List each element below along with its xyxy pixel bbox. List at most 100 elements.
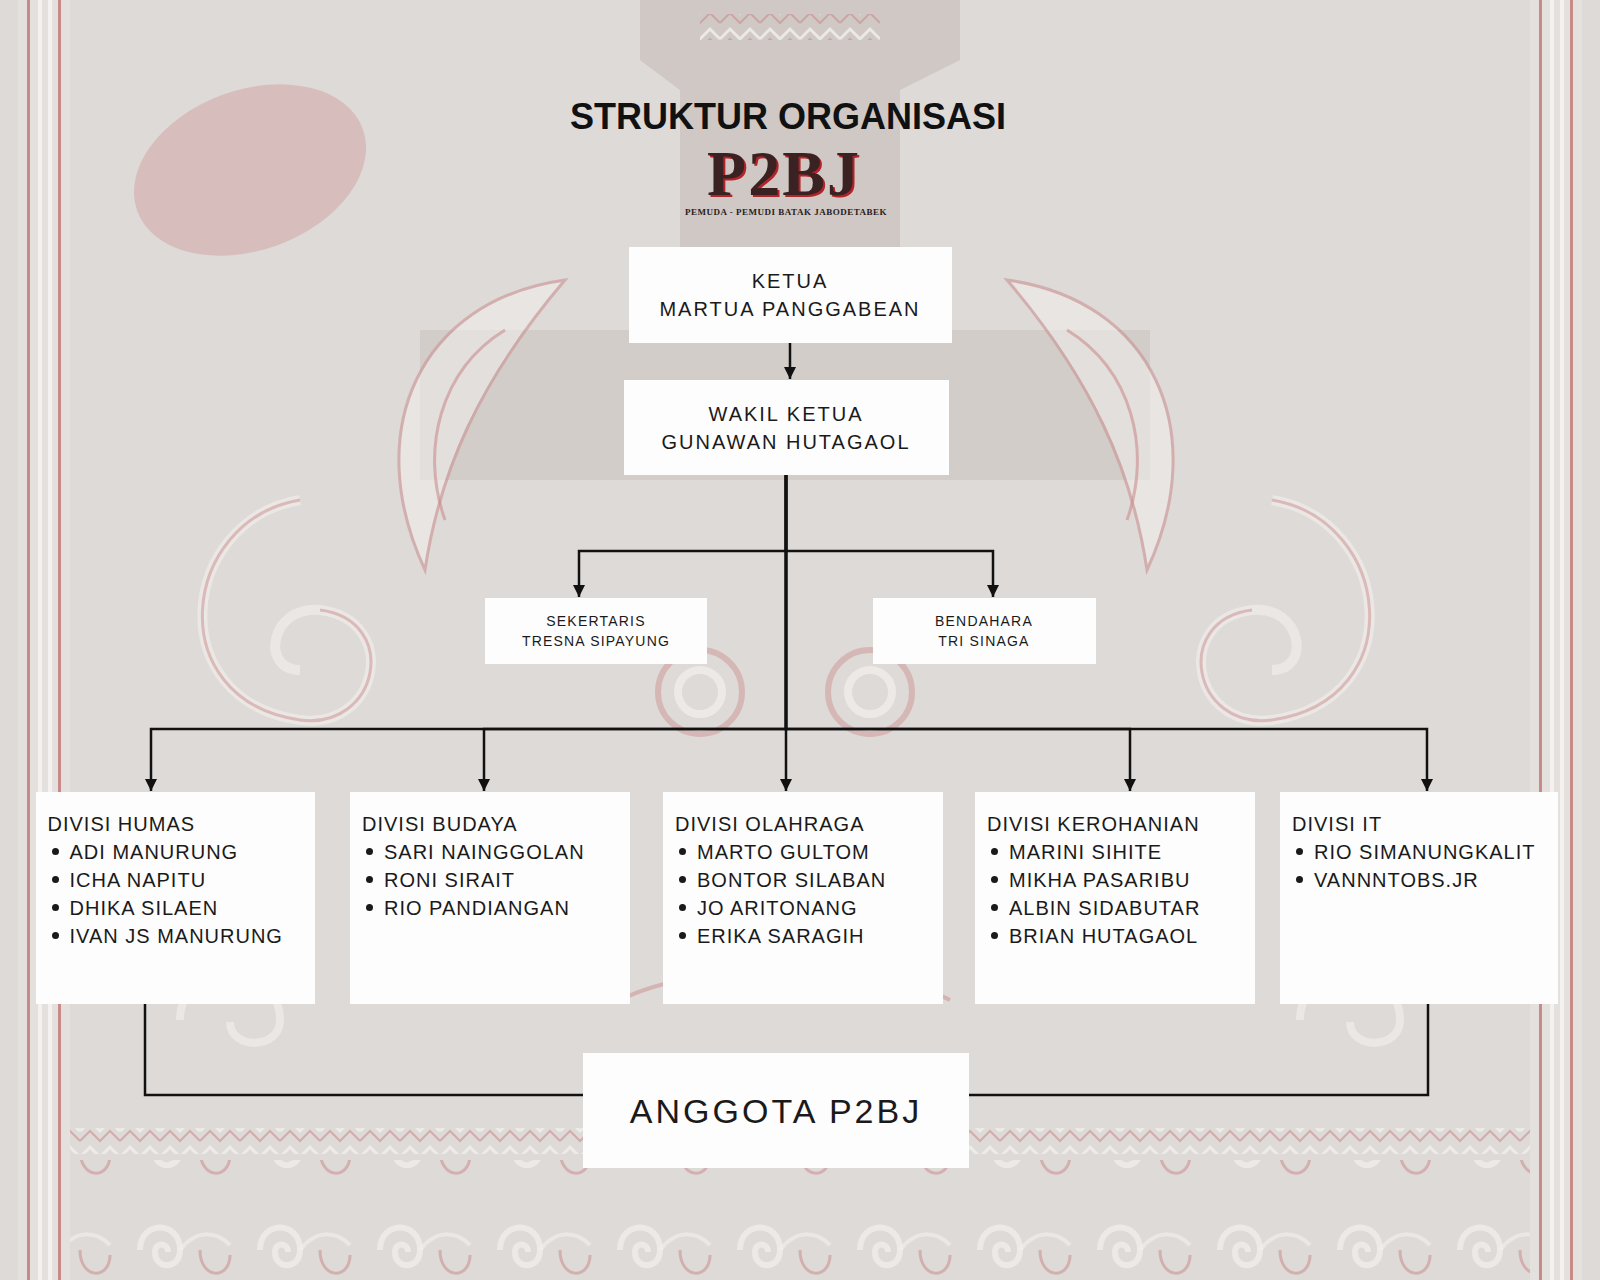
member-name: IVAN JS MANURUNG (70, 925, 283, 947)
member-item: MARINI SIHITE (987, 838, 1243, 866)
member-name: SARI NAINGGOLAN (384, 841, 585, 863)
member-item: MARTO GULTOM (675, 838, 931, 866)
member-item: RIO PANDIANGAN (362, 894, 618, 922)
role-title: BENDAHARA (935, 611, 1033, 631)
member-name: BONTOR SILABAN (697, 869, 886, 891)
member-name: ADI MANURUNG (70, 841, 239, 863)
role-title: SEKERTARIS (546, 611, 645, 631)
person-name: TRI SINAGA (938, 631, 1029, 651)
bullet-dot (52, 876, 59, 883)
connector (786, 475, 993, 597)
faded-blob (110, 54, 390, 286)
top-pattern (700, 14, 880, 40)
connector (151, 475, 786, 791)
connector (786, 475, 1427, 791)
member-item: SARI NAINGGOLAN (362, 838, 618, 866)
bullet-dot (679, 932, 686, 939)
decoration (848, 670, 892, 714)
decoration (1570, 0, 1573, 1280)
connector (145, 1004, 583, 1095)
bullet-dot (52, 904, 59, 911)
decoration (202, 500, 371, 721)
person-name: GUNAWAN HUTAGAOL (661, 428, 910, 456)
bullet-dot (366, 848, 373, 855)
member-item: RIO SIMANUNGKALIT (1292, 838, 1546, 866)
decoration (678, 670, 722, 714)
bullet-dot (991, 848, 998, 855)
bullet-dot (366, 904, 373, 911)
chart-title: STRUKTUR ORGANISASI (570, 99, 1006, 135)
decoration (1201, 500, 1370, 721)
division-box: DIVISI BUDAYA SARI NAINGGOLAN RONI SIRAITR… (350, 792, 630, 1004)
bullet-dot (366, 876, 373, 883)
role-title: ANGGOTA P2BJ (630, 1091, 922, 1131)
decoration (1007, 280, 1173, 570)
bullet-dot (1296, 876, 1303, 883)
bottom-ornament (70, 1160, 1530, 1280)
connector (579, 475, 786, 597)
connector (789, 343, 792, 379)
decoration (27, 0, 30, 1280)
member-item: MIKHA PASARIBU (987, 866, 1243, 894)
member-name: ALBIN SIDABUTAR (1009, 897, 1200, 919)
decoration (1201, 500, 1370, 721)
member-name: VANNNTOBS.JR (1314, 869, 1479, 891)
connector (969, 1004, 1428, 1095)
member-name: BRIAN HUTAGAOL (1009, 925, 1198, 947)
decoration (1530, 0, 1582, 1280)
division-box: DIVISI OLAHRAGAMARTO GULTOM BONTOR SILABA… (663, 792, 943, 1004)
decoration (38, 0, 42, 1280)
member-name: RIO SIMANUNGKALIT (1314, 841, 1535, 863)
decoration (1550, 0, 1554, 1280)
connector (484, 475, 786, 791)
division-heading: DIVISI IT (1292, 810, 1546, 838)
division-box: DIVISI HUMASADI MANURUNGICHA NAPITUDHIKA… (36, 792, 315, 1004)
leader-box: WAKIL KETUAGUNAWAN HUTAGAOL (624, 380, 949, 475)
decoration (48, 0, 52, 1280)
dark-band (420, 330, 1150, 480)
bullet-dot (52, 848, 59, 855)
bullet-dot (52, 932, 59, 939)
member-item: IVAN JS MANURUNG (48, 922, 303, 950)
left-frame (18, 0, 70, 1280)
decoration (399, 280, 565, 570)
member-item: VANNNTOBS.JR (1292, 866, 1546, 894)
officer-box: BENDAHARATRI SINAGA (873, 598, 1096, 664)
member-name: MARINI SIHITE (1009, 841, 1162, 863)
member-item: RONI SIRAIT (362, 866, 618, 894)
bullet-dot (679, 848, 686, 855)
person-name: MARTUA PANGGABEAN (659, 295, 920, 323)
member-item: ALBIN SIDABUTAR (987, 894, 1243, 922)
decoration (1067, 330, 1137, 520)
member-item: ADI MANURUNG (48, 838, 303, 866)
division-box: DIVISI KEROHANIAN MARINI SIHITE MIKHA PASA… (975, 792, 1255, 1004)
decoration (202, 500, 371, 721)
decoration (1560, 0, 1564, 1280)
bullet-dot (679, 876, 686, 883)
division-heading: DIVISI OLAHRAGA (675, 810, 931, 838)
right-frame (1530, 0, 1582, 1280)
decoration (1007, 280, 1173, 570)
bullet-dot (991, 876, 998, 883)
decoration (1201, 500, 1370, 721)
officer-box: SEKERTARISTRESNA SIPAYUNG (485, 598, 707, 664)
member-item: BONTOR SILABAN (675, 866, 931, 894)
member-item: JO ARITONANG (675, 894, 931, 922)
bullet-dot (991, 932, 998, 939)
member-name: ICHA NAPITU (70, 869, 207, 891)
member-item: BRIAN HUTAGAOL (987, 922, 1243, 950)
leader-box: KETUAMARTUA PANGGABEAN (629, 247, 952, 343)
division-heading: DIVISI BUDAYA (362, 810, 618, 838)
division-heading: DIVISI KEROHANIAN (987, 810, 1243, 838)
decoration (435, 330, 505, 520)
division-box: DIVISI IT RIO SIMANUNGKALIT VANNNTOBS.JR (1280, 792, 1558, 1004)
member-item: ERIKA SARAGIH (675, 922, 931, 950)
logo-text: P2BJ (707, 142, 861, 206)
member-name: DHIKA SILAEN (70, 897, 219, 919)
connector (786, 475, 1130, 791)
decoration (1539, 0, 1542, 1280)
person-name: TRESNA SIPAYUNG (522, 631, 670, 651)
bullet-dot (1296, 848, 1303, 855)
